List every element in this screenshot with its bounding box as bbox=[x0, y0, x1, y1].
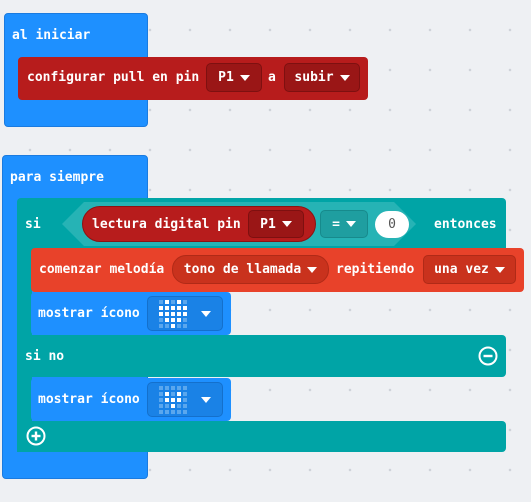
if-label: si bbox=[25, 217, 41, 232]
heart-icon bbox=[159, 299, 187, 328]
chevron-down-icon bbox=[345, 221, 356, 227]
minus-circle-icon bbox=[478, 346, 498, 366]
melody-dropdown[interactable]: tono de llamada bbox=[172, 255, 329, 284]
chevron-down-icon bbox=[201, 396, 211, 403]
forever-label: para siempre bbox=[10, 170, 104, 185]
if-else-footer bbox=[17, 421, 506, 452]
pull-pin-value: P1 bbox=[218, 70, 234, 85]
add-else-if-button[interactable] bbox=[26, 426, 46, 446]
else-label: si no bbox=[25, 349, 65, 364]
chevron-down-icon bbox=[494, 266, 505, 273]
read-pin-dropdown[interactable]: P1 bbox=[248, 210, 304, 238]
remove-else-button[interactable] bbox=[478, 346, 498, 366]
pull-pin-dropdown[interactable]: P1 bbox=[206, 63, 262, 92]
repeat-value: una vez bbox=[434, 262, 489, 277]
chevron-down-icon bbox=[339, 74, 350, 81]
chevron-down-icon bbox=[239, 74, 250, 81]
on-start-label: al iniciar bbox=[12, 28, 91, 43]
read-pin-value: P1 bbox=[260, 216, 276, 232]
show-icon-label: mostrar ícono bbox=[38, 306, 140, 321]
pull-mode-value: subir bbox=[294, 70, 334, 85]
operator-dropdown[interactable]: = bbox=[320, 210, 368, 238]
plus-circle-icon bbox=[26, 426, 46, 446]
show-icon-label: mostrar ícono bbox=[38, 392, 140, 407]
icon-picker-then[interactable] bbox=[147, 296, 223, 331]
small-heart-icon bbox=[159, 385, 187, 414]
pull-connector-label: a bbox=[268, 70, 276, 85]
chevron-down-icon bbox=[281, 221, 292, 227]
else-bar bbox=[17, 335, 506, 377]
operator-value: = bbox=[332, 216, 340, 232]
compare-value: 0 bbox=[388, 217, 396, 232]
melody-value: tono de llamada bbox=[183, 262, 302, 277]
then-label: entonces bbox=[434, 217, 497, 232]
set-pull-label: configurar pull en pin bbox=[27, 70, 200, 85]
repeat-dropdown[interactable]: una vez bbox=[423, 255, 516, 284]
pull-mode-dropdown[interactable]: subir bbox=[284, 63, 360, 92]
icon-picker-else[interactable] bbox=[147, 382, 223, 417]
digital-read-label: lectura digital pin bbox=[92, 217, 241, 232]
chevron-down-icon bbox=[201, 310, 211, 317]
chevron-down-icon bbox=[307, 266, 318, 273]
start-melody-label: comenzar melodía bbox=[39, 262, 165, 277]
repeat-label: repitiendo bbox=[336, 262, 415, 277]
compare-value-input[interactable]: 0 bbox=[375, 211, 409, 238]
